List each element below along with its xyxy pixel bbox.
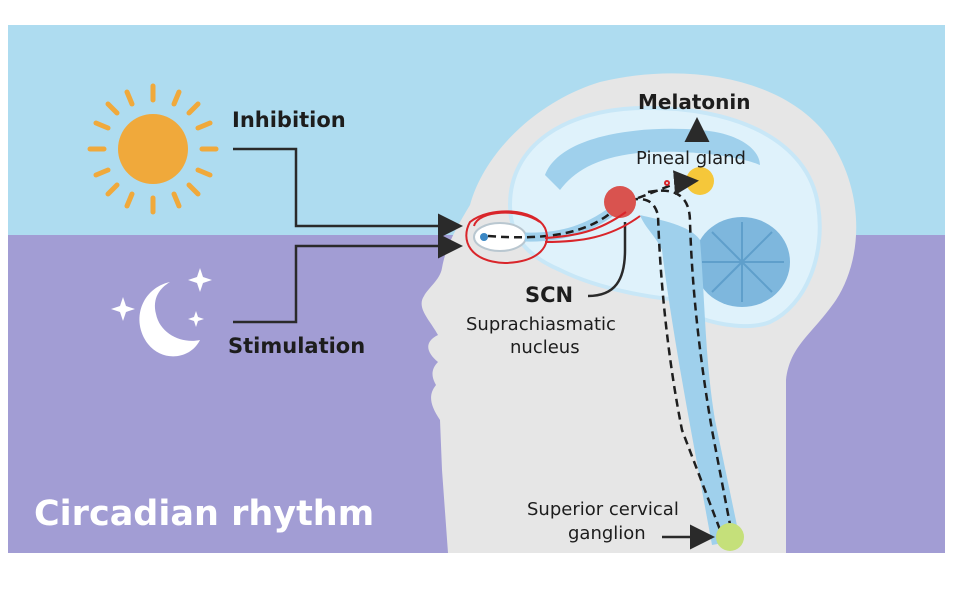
inhibition-connector: [233, 147, 463, 239]
pineal-gland-label: Pineal gland: [636, 148, 746, 169]
scn-node: [604, 186, 636, 218]
ganglion-label-line1: Superior cervical: [527, 499, 679, 520]
stimulation-connector: [233, 233, 463, 324]
melatonin-label: Melatonin: [638, 90, 751, 114]
scn-label: SCN: [525, 283, 574, 307]
ganglion-label-line2: ganglion: [568, 523, 646, 544]
superior-cervical-ganglion-node: [716, 523, 744, 551]
cerebellum-folds: [702, 222, 784, 302]
sun-icon: [87, 83, 219, 215]
inhibition-label: Inhibition: [232, 108, 346, 132]
corpus-callosum: [545, 128, 760, 190]
spinal-cord: [640, 215, 740, 545]
pupil: [480, 233, 488, 241]
red-annotation: [465, 180, 670, 265]
scn-full-name-line2: nucleus: [510, 337, 580, 358]
diagram-title: Circadian rhythm: [34, 494, 375, 534]
scn-full-name-line1: Suprachiasmatic: [466, 314, 616, 335]
stimulation-label: Stimulation: [228, 334, 366, 358]
scn-pointer: [587, 222, 627, 298]
moon-stars-icon: [111, 268, 212, 357]
